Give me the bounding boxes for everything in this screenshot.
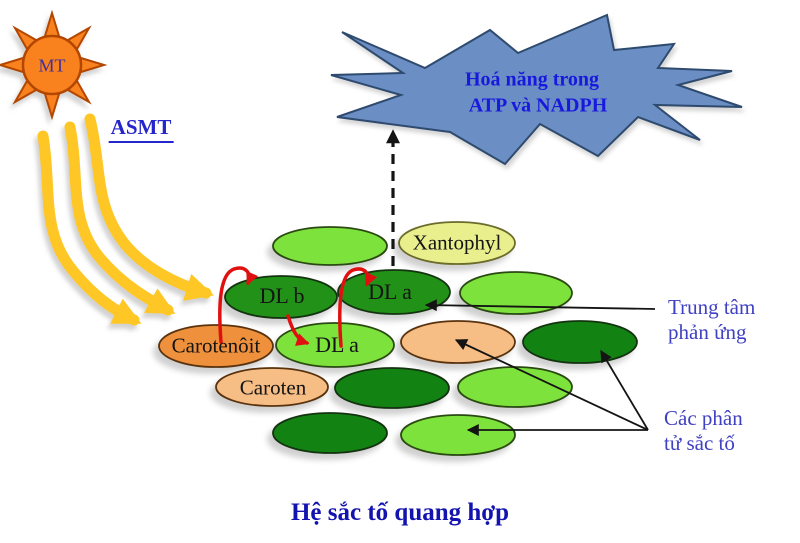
chlorophyll-a-center-label: DL a [368,279,412,304]
sun-disc [21,34,83,96]
sun-ray-icon [43,9,61,37]
sun-icon [0,9,108,121]
pigment-molecules-line2: tử sắc tố [664,431,735,455]
reaction-center-line1: Trung tâm [668,295,756,319]
diagram-title: Hệ sắc tố quang hợp [290,499,510,526]
pigment-molecules-label: Các phân tử sắc tố [664,406,743,456]
carotenoid-label: Carotenôit [171,333,261,358]
reaction-center-label: Trung tâm phản ứng [668,295,755,345]
pigment-ellipse [272,412,388,454]
energy-transfer-arrow [286,314,310,346]
light-ray-arrow [64,121,176,316]
sun-ray-icon [43,93,61,121]
carotene-label: Caroten [239,375,307,400]
pigment-carotene [215,367,329,407]
reaction-center-pointer-line [424,299,656,312]
xantophyl-label: Xantophyl [412,230,502,255]
pigment-carotenoid [158,324,274,368]
energy-transfer-arrows [218,266,378,348]
sun-label: MT [38,55,66,76]
chlorophyll-b-label: DL b [259,283,305,308]
light-ray-arrow [37,130,142,326]
burst-text-line2: ATP và NADPH [468,94,608,117]
pigment-ellipse [400,320,516,364]
sun-ray-icon [80,56,108,74]
energy-transfer-arrow [218,266,259,344]
asmt-label: ASMT [108,115,174,143]
pigment-ellipse [334,367,450,409]
pigment-ellipse [272,226,388,266]
pigment-xantophyl [398,221,516,265]
chlorophyll-a-label: DL a [315,332,359,357]
sun-ray-icon [0,56,24,74]
pigment-ellipse [400,414,516,456]
energy-transfer-arrow [338,267,378,348]
light-ray-arrow [84,113,215,301]
pigment-ellipse [522,320,638,364]
annotation-pointers [424,299,656,436]
energy-burst-shape [330,13,743,166]
pigment-pointer-line [454,339,649,431]
reaction-center-line2: phản ứng [668,320,747,344]
pigment-pointer-line [600,349,649,431]
pigment-chlorophyll-b [224,275,338,319]
burst-text-line1: Hoá năng trong [464,68,600,91]
light-rays [37,113,215,326]
pigment-molecules-line1: Các phân [664,406,743,430]
pigment-ellipse [459,271,573,315]
